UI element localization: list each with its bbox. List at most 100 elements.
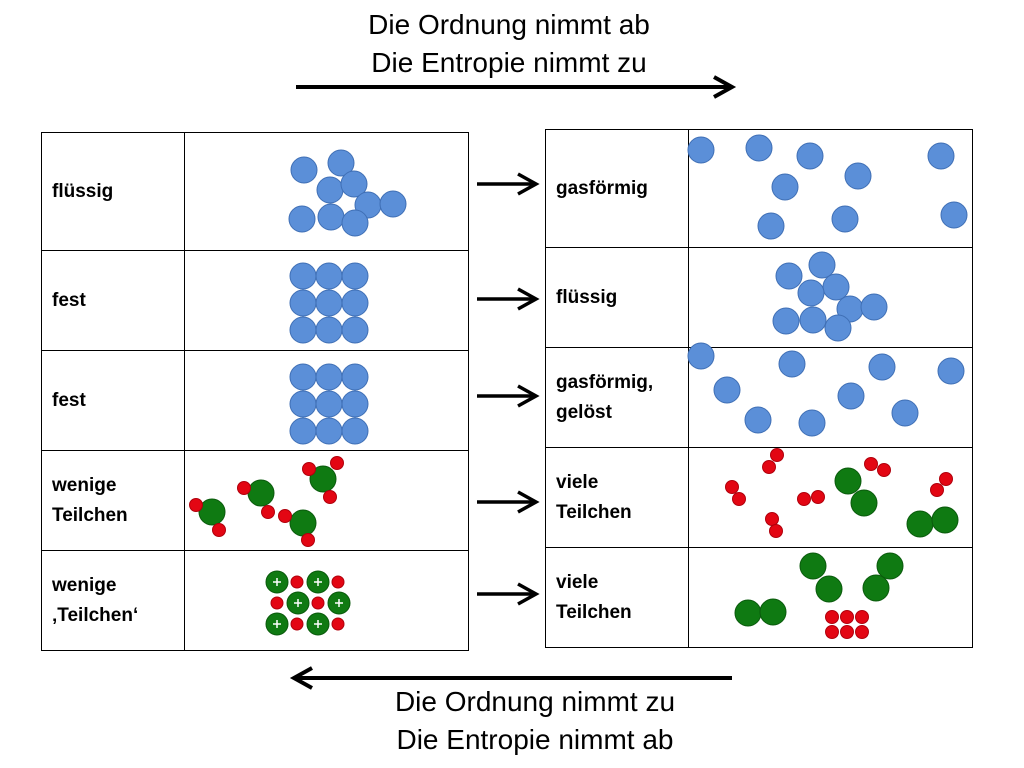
left-row-label: wenige ‚Teilchen‘ (41, 550, 185, 651)
blue-particle (837, 382, 865, 410)
blue-particle (290, 156, 318, 184)
red-particle (770, 448, 784, 462)
red-particle (270, 596, 284, 610)
row-arrow-2-head (517, 287, 540, 311)
red-particle (189, 498, 203, 512)
left-row-2: fest (41, 250, 469, 351)
green-particle (309, 465, 337, 493)
blue-particle (744, 406, 772, 434)
blue-particle (831, 205, 859, 233)
right-table: gasförmig flüssig gasförmig, gelöst viel… (545, 129, 973, 648)
blue-particle (940, 201, 968, 229)
right-row-label: gasförmig, gelöst (545, 347, 689, 448)
blue-particle (844, 162, 872, 190)
blue-particle (824, 314, 852, 342)
blue-particle (772, 307, 800, 335)
red-particle (877, 463, 891, 477)
top-caption-line2: Die Entropie nimmt zu (371, 47, 647, 78)
blue-particle (798, 409, 826, 437)
red-particle (732, 492, 746, 506)
green-particle (247, 479, 275, 507)
green-particle (906, 510, 934, 538)
blue-particle (289, 417, 317, 445)
red-particle (939, 472, 953, 486)
blue-particle (315, 390, 343, 418)
red-particle (840, 625, 854, 639)
green-particle (799, 552, 827, 580)
red-particle (811, 490, 825, 504)
blue-particle (315, 289, 343, 317)
blue-particle (341, 289, 369, 317)
red-particle (797, 492, 811, 506)
red-particle (302, 462, 316, 476)
blue-particle (797, 279, 825, 307)
green-particle (931, 506, 959, 534)
blue-particle (315, 262, 343, 290)
blue-particle (775, 262, 803, 290)
red-particle (864, 457, 878, 471)
green-particle (850, 489, 878, 517)
red-particle (212, 523, 226, 537)
blue-particle (757, 212, 785, 240)
red-particle (331, 617, 345, 631)
blue-particle (799, 306, 827, 334)
blue-particle (289, 390, 317, 418)
blue-particle (315, 316, 343, 344)
blue-particle (687, 342, 715, 370)
row-arrow-1-head (517, 172, 540, 196)
right-row-label: gasförmig (545, 129, 689, 248)
right-row-1: gasförmig (545, 129, 973, 248)
left-row-5: wenige ‚Teilchen‘ (41, 550, 469, 651)
blue-particle (289, 289, 317, 317)
blue-particle (796, 142, 824, 170)
green-particle (198, 498, 226, 526)
bottom-caption-line1: Die Ordnung nimmt zu (394, 686, 676, 717)
blue-particle (341, 209, 369, 237)
green-particle (862, 574, 890, 602)
left-row-1: flüssig (41, 132, 469, 251)
blue-particle (927, 142, 955, 170)
green-particle (876, 552, 904, 580)
red-particle (855, 625, 869, 639)
blue-particle (341, 417, 369, 445)
top-caption: Die Ordnung nimmt ab Die Entropie nimmt … (0, 6, 1021, 82)
row-arrow-4-head (517, 490, 540, 514)
left-table: flüssig fest fest wenige Teilchen wenige… (41, 132, 469, 651)
green-particle (759, 598, 787, 626)
left-row-illustration (184, 550, 469, 651)
blue-particle (288, 205, 316, 233)
red-particle (278, 509, 292, 523)
red-particle (237, 481, 251, 495)
right-row-illustration (688, 129, 973, 248)
blue-particle (937, 357, 965, 385)
blue-particle (771, 173, 799, 201)
blue-particle (687, 136, 715, 164)
red-particle (825, 610, 839, 624)
blue-particle (317, 203, 345, 231)
red-particle (762, 460, 776, 474)
red-particle (765, 512, 779, 526)
green-particle (834, 467, 862, 495)
red-particle (290, 575, 304, 589)
blue-particle (868, 353, 896, 381)
right-row-label: flüssig (545, 247, 689, 348)
blue-particle (289, 363, 317, 391)
top-caption-line1: Die Ordnung nimmt ab (368, 9, 650, 40)
blue-particle (316, 176, 344, 204)
blue-particle (860, 293, 888, 321)
blue-particle (289, 316, 317, 344)
green-particle (289, 509, 317, 537)
blue-particle (808, 251, 836, 279)
red-particle (840, 610, 854, 624)
green-particle (815, 575, 843, 603)
blue-particle (778, 350, 806, 378)
red-particle (331, 575, 345, 589)
top-arrow-head (713, 75, 737, 99)
red-particle (323, 490, 337, 504)
red-particle (725, 480, 739, 494)
red-particle (290, 617, 304, 631)
red-particle (311, 596, 325, 610)
blue-particle (341, 262, 369, 290)
bottom-caption: Die Ordnung nimmt zu Die Entropie nimmt … (23, 683, 1024, 759)
blue-particle (822, 273, 850, 301)
